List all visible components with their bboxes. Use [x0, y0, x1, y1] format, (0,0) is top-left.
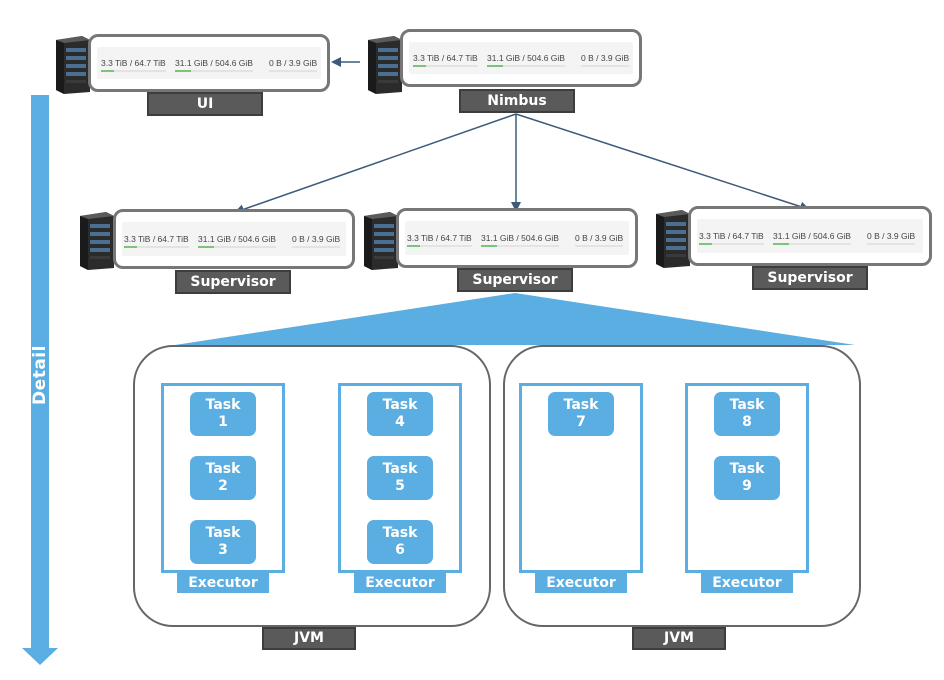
swap-stat: 0 B / 3.9 GiB — [867, 231, 916, 245]
server-icon — [360, 210, 400, 270]
swap-stat: 0 B / 3.9 GiB — [292, 234, 341, 248]
server-icon — [76, 210, 116, 270]
server-icon — [52, 34, 92, 94]
executor-label: Executor — [701, 573, 793, 593]
nimbus-stats-panel: 3.3 TiB / 64.7 TiB 31.1 GiB / 504.6 GiB … — [400, 29, 642, 87]
nimbus-label: Nimbus — [459, 89, 575, 113]
ui-label: UI — [147, 92, 263, 116]
executor-label: Executor — [535, 573, 627, 593]
swap-stat: 0 B / 3.9 GiB — [581, 53, 630, 67]
memory-stat: 31.1 GiB / 504.6 GiB — [481, 233, 559, 247]
memory-stat: 31.1 GiB / 504.6 GiB — [487, 53, 565, 67]
executor-label: Executor — [177, 573, 269, 593]
server-icon — [652, 208, 692, 268]
server-icon — [364, 34, 404, 94]
disk-stat: 3.3 TiB / 64.7 TiB — [407, 233, 472, 247]
arrow-nimbus-to-supervisor-1 — [234, 113, 517, 215]
stats-row — [122, 222, 346, 256]
swap-stat: 0 B / 3.9 GiB — [269, 58, 318, 72]
detail-arrow-head — [22, 648, 58, 665]
memory-stat: 31.1 GiB / 504.6 GiB — [773, 231, 851, 245]
memory-stat: 31.1 GiB / 504.6 GiB — [175, 58, 253, 72]
supervisor-stats-panel: 3.3 TiB / 64.7 TiB 31.1 GiB / 504.6 GiB … — [396, 208, 638, 268]
supervisor-label: Supervisor — [457, 268, 573, 292]
supervisor-label: Supervisor — [752, 266, 868, 290]
ui-stats-panel: 3.3 TiB / 64.7 TiB 31.1 GiB / 504.6 GiB … — [88, 34, 330, 92]
expansion-triangle — [175, 293, 855, 345]
swap-stat: 0 B / 3.9 GiB — [575, 233, 624, 247]
disk-stat: 3.3 TiB / 64.7 TiB — [413, 53, 478, 67]
disk-stat: 3.3 TiB / 64.7 TiB — [101, 58, 166, 72]
stats-row — [697, 219, 923, 253]
memory-stat: 31.1 GiB / 504.6 GiB — [198, 234, 276, 248]
supervisor-label: Supervisor — [175, 270, 291, 294]
executor-label: Executor — [354, 573, 446, 593]
detail-label: Detail — [30, 345, 50, 405]
detail-arrow-shaft — [31, 95, 49, 650]
disk-stat: 3.3 TiB / 64.7 TiB — [124, 234, 189, 248]
stats-row — [405, 221, 629, 255]
supervisor-stats-panel: 3.3 TiB / 64.7 TiB 31.1 GiB / 504.6 GiB … — [113, 209, 355, 269]
stats-row — [97, 47, 321, 79]
jvm-label: JVM — [632, 627, 726, 650]
disk-stat: 3.3 TiB / 64.7 TiB — [699, 231, 764, 245]
stats-row — [409, 42, 633, 74]
supervisor-stats-panel: 3.3 TiB / 64.7 TiB 31.1 GiB / 504.6 GiB … — [688, 206, 932, 266]
jvm-label: JVM — [262, 627, 356, 650]
arrow-nimbus-to-supervisor-3 — [515, 113, 810, 212]
